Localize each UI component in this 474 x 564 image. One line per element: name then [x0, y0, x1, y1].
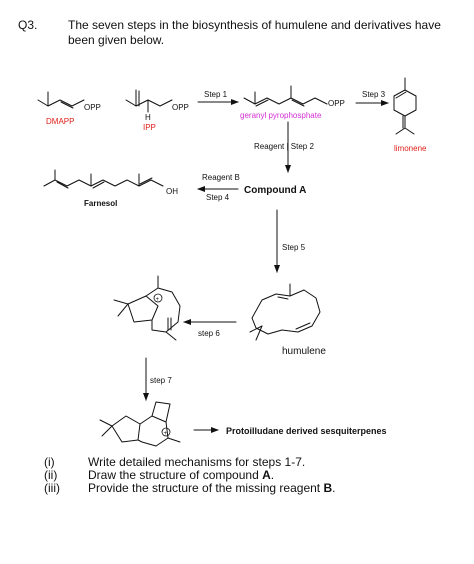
- ipp-structure: [125, 89, 173, 113]
- step7-label: step 7: [150, 376, 172, 385]
- cation-sign-1: +: [156, 297, 160, 303]
- cation-circle-1: [153, 293, 163, 303]
- task-text-tail: .: [270, 468, 275, 482]
- protoilludyl-cation-structure: [99, 401, 181, 447]
- task-text: Provide the structure of the missing rea…: [88, 482, 335, 495]
- step5-label: Step 5: [282, 243, 306, 252]
- step6-label: step 6: [198, 329, 220, 338]
- dmapp-structure: [37, 91, 85, 109]
- task-text-bold: A: [262, 468, 271, 482]
- compound-a-label: Compound A: [244, 185, 306, 196]
- limonene-structure: [393, 77, 417, 135]
- farnesol-oh-label: OH: [166, 187, 178, 196]
- task-text-body: Draw the structure of compound: [88, 468, 263, 482]
- task-number: (i): [44, 455, 55, 469]
- cation-circle-2: [161, 427, 171, 437]
- bicyclic-cation-structure: [113, 275, 181, 341]
- geranyl-pp-label: geranyl pyrophosphate: [240, 111, 322, 120]
- task-text: Draw the structure of compound A.: [88, 469, 274, 482]
- step4-label: Step 4: [206, 193, 230, 202]
- task-text: Write detailed mechanisms for steps 1-7.: [88, 456, 305, 469]
- question-text: The seven steps in the biosynthesis of h…: [68, 18, 448, 48]
- protoilludane-label: Protoilludane derived sesquiterpenes: [226, 426, 387, 436]
- farnesol-label: Farnesol: [84, 199, 117, 208]
- step3-label: Step 3: [362, 90, 386, 99]
- ipp-opp-label: OPP: [172, 103, 189, 112]
- reagent-b-label: Reagent B: [202, 173, 240, 182]
- task-number: (iii): [44, 481, 60, 495]
- task-text-bold: B: [323, 481, 333, 495]
- ipp-h-label: H: [145, 113, 151, 122]
- task-text-body: Write detailed mechanisms for steps 1-7.: [88, 455, 306, 469]
- question-number: Q3.: [18, 18, 38, 32]
- task-text-tail: .: [332, 481, 336, 495]
- geranyl-opp-label: OPP: [328, 99, 345, 108]
- humulene-structure: [249, 283, 321, 341]
- dmapp-opp-label: OPP: [84, 103, 101, 112]
- farnesol-structure: [43, 169, 164, 189]
- question-line-2: been given below.: [68, 33, 165, 47]
- limonene-label: limonene: [394, 144, 427, 153]
- question-line-1: The seven steps in the biosynthesis of h…: [68, 18, 441, 32]
- humulene-label: humulene: [282, 346, 326, 357]
- dmapp-label: DMAPP: [46, 117, 74, 126]
- cation-sign-2: +: [164, 431, 168, 437]
- step2-label: Reagent | Step 2: [254, 142, 314, 151]
- geranyl-pp-structure: [243, 85, 328, 107]
- step1-label: Step 1: [204, 90, 228, 99]
- task-text-body: Provide the structure of the missing rea…: [88, 481, 324, 495]
- task-number: (ii): [44, 468, 58, 482]
- ipp-label: IPP: [143, 123, 156, 132]
